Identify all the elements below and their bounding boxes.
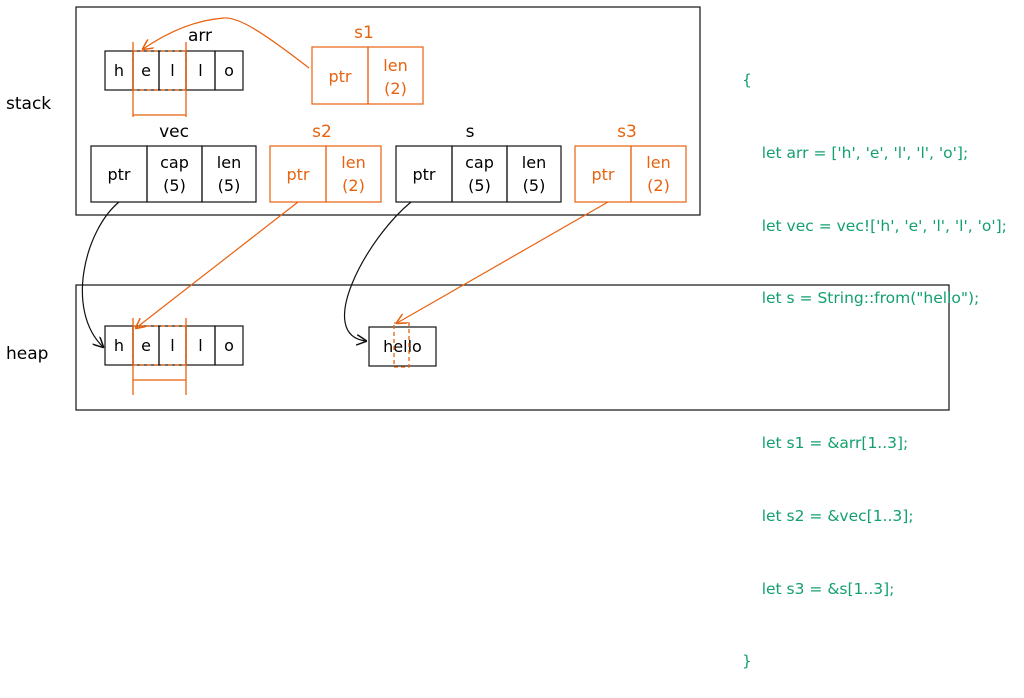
heap-label: heap: [6, 344, 48, 364]
s1-slice-highlight: [132, 42, 187, 117]
s3-ptr-text: ptr: [591, 165, 614, 184]
code-line: let arr = ['h', 'e', 'l', 'l', 'o'];: [742, 144, 969, 162]
s1-len-text: len: [383, 56, 407, 75]
vec-cap-text: cap: [160, 153, 189, 172]
s3-len-text: len: [646, 153, 670, 172]
vec-struct: ptr cap (5) len (5): [90, 145, 257, 203]
s-len-cell: [506, 145, 562, 203]
s1-fat-pointer: ptr len (2): [311, 46, 424, 105]
code-line: {: [742, 71, 752, 90]
heap-string-box: [368, 326, 437, 367]
s2-len-value: (2): [342, 176, 365, 195]
vec-pointer-arrow: [81, 201, 120, 347]
s2-pointer-arrow: [136, 201, 299, 328]
heap-vec-char: e: [141, 336, 151, 355]
stack-frame: [75, 6, 701, 216]
memory-diagram: stack heap arr h e l l o s1 ptr len (2) …: [6, 6, 950, 411]
s1-pointer-arrow: [143, 17, 310, 69]
arr-label: arr: [188, 26, 212, 46]
s2-len-text: len: [341, 153, 365, 172]
s3-fat-pointer: ptr len (2): [574, 145, 687, 203]
code-line: let s = String::from("hello");: [742, 289, 980, 308]
heap-vec-char: l: [198, 336, 202, 355]
s2-ptr-text: ptr: [286, 165, 309, 184]
vec-len-value: (5): [218, 176, 241, 195]
arr-char: l: [170, 61, 174, 80]
s-label: s: [466, 122, 475, 142]
s2-fat-pointer: ptr len (2): [269, 145, 382, 203]
s2-label: s2: [312, 122, 332, 142]
s-cap-value: (5): [468, 176, 491, 195]
arr-char: e: [141, 61, 151, 80]
vec-len-cell: [201, 145, 257, 203]
code-block: { let arr = ['h', 'e', 'l', 'l', 'o']; l…: [742, 20, 1007, 698]
heap-string-buffer: hello: [368, 322, 437, 368]
string-struct: ptr cap (5) len (5): [395, 145, 562, 203]
s-len-value: (5): [523, 176, 546, 195]
heap-vec-buffer: h e l l o: [104, 325, 244, 366]
s1-len-value: (2): [384, 79, 407, 98]
vec-cap-value: (5): [163, 176, 186, 195]
code-line: let s3 = &s[1..3];: [742, 579, 895, 598]
code-line: let s1 = &arr[1..3];: [742, 434, 909, 453]
vec-len-text: len: [217, 153, 241, 172]
s-len-text: len: [522, 153, 546, 172]
heap-string-text: hello: [383, 337, 422, 356]
heap-vec-char: o: [224, 336, 234, 355]
stack-label: stack: [6, 94, 51, 114]
heap-vec-char: l: [170, 336, 174, 355]
s3-len-cell: [630, 145, 687, 203]
vec-ptr-text: ptr: [107, 165, 130, 184]
code-line: [742, 359, 1007, 383]
code-line: let vec = vec!['h', 'e', 'l', 'l', 'o'];: [742, 216, 1007, 235]
arr-cell: [214, 50, 244, 91]
heap-vec-cell: [214, 325, 244, 366]
arr-char: l: [198, 61, 202, 80]
code-line: let s2 = &vec[1..3];: [742, 506, 914, 525]
heap-vec-char: h: [114, 336, 124, 355]
s1-label: s1: [354, 23, 374, 43]
s-ptr-text: ptr: [412, 165, 435, 184]
arr-char: o: [224, 61, 234, 80]
s2-len-cell: [325, 145, 382, 203]
s3-label: s3: [617, 122, 637, 142]
arr-char: h: [114, 61, 124, 80]
s3-len-value: (2): [647, 176, 670, 195]
code-line: }: [742, 652, 752, 671]
s3-pointer-arrow: [397, 201, 609, 323]
s-pointer-arrow: [344, 201, 412, 341]
s1-ptr-text: ptr: [328, 67, 351, 86]
s-cap-text: cap: [465, 153, 494, 172]
s1-len-cell: [367, 46, 424, 105]
heap-frame: [75, 284, 950, 411]
vec-label: vec: [159, 122, 189, 142]
arr-array: h e l l o: [104, 50, 244, 91]
